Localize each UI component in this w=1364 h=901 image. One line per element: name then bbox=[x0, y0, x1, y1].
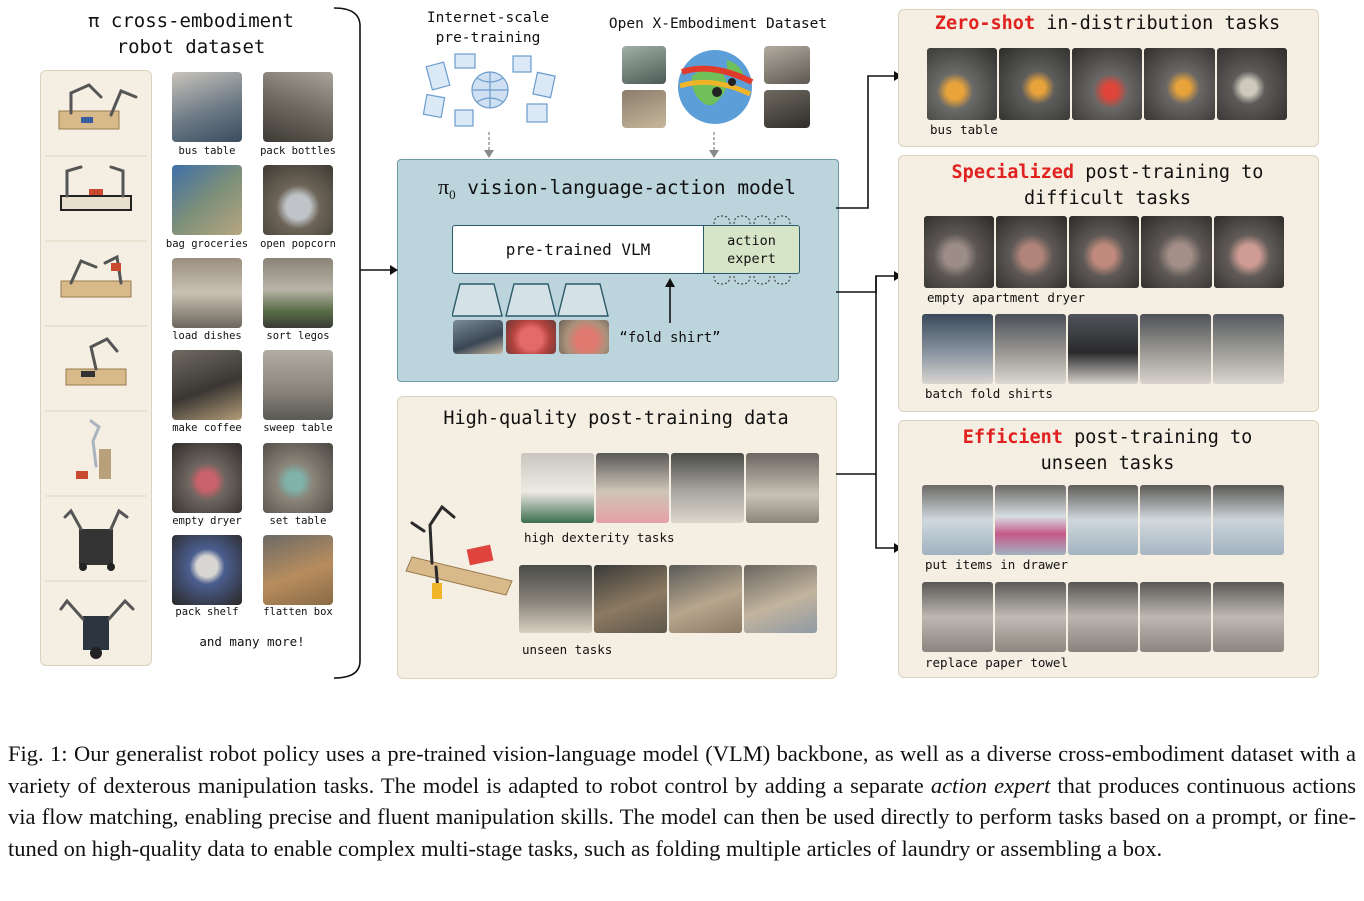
zero-shot-rest: in-distribution tasks bbox=[1035, 13, 1281, 34]
drawer-strip bbox=[922, 485, 1284, 555]
prompt-text: “fold shirt” bbox=[619, 330, 721, 346]
task-label: load dishes bbox=[172, 330, 242, 342]
dataset-title-line1: π cross-embodiment bbox=[88, 10, 294, 32]
paper-towel-strip bbox=[922, 582, 1284, 652]
caption-part2: that produces continuous actions via flo… bbox=[8, 772, 1356, 861]
task-label: set table bbox=[269, 515, 327, 527]
specialized-title: Specialized post-training to difficult t… bbox=[898, 160, 1317, 212]
model-title: π0 vision-language-action model bbox=[397, 174, 837, 203]
oxe-thumb-3 bbox=[764, 46, 810, 84]
efficient-rest: post-training to bbox=[1062, 427, 1253, 448]
model-title-rest: vision-language-action model bbox=[455, 176, 797, 199]
figure-caption: Fig. 1: Our generalist robot policy uses… bbox=[8, 738, 1356, 864]
task-label: empty dryer bbox=[172, 515, 242, 527]
task-label: sort legos bbox=[266, 330, 330, 342]
camera-image-2 bbox=[506, 320, 556, 354]
thumb-sweep-table bbox=[263, 350, 333, 420]
task-label: make coffee bbox=[172, 422, 242, 434]
thumb-open-popcorn bbox=[263, 165, 333, 235]
zero-shot-title: Zero-shot in-distribution tasks bbox=[898, 13, 1317, 34]
robot-franka-icon bbox=[76, 419, 111, 479]
thumb-flatten-box bbox=[263, 535, 333, 605]
oxe-thumb-4 bbox=[764, 90, 810, 128]
thumb-bus-table bbox=[172, 72, 242, 142]
dexterity-label: high dexterity tasks bbox=[524, 530, 675, 545]
paper-towel-task-label: replace paper towel bbox=[925, 655, 1068, 670]
vlm-box: pre-trained VLM bbox=[452, 225, 704, 274]
vlm-label: pre-trained VLM bbox=[505, 240, 651, 259]
robot-mobile-trossen-icon bbox=[63, 508, 129, 571]
dryer-strip bbox=[924, 216, 1285, 288]
and-many-more: and many more! bbox=[199, 634, 305, 649]
robot-bimanual-trossen-icon bbox=[60, 254, 132, 298]
thumb-empty-dryer bbox=[172, 443, 242, 513]
internet-line2: pre-training bbox=[435, 30, 541, 46]
oxe-label: Open X-Embodiment Dataset bbox=[608, 16, 828, 32]
thumb-sort-legos bbox=[263, 258, 333, 328]
caption-emph: action expert bbox=[930, 772, 1051, 798]
specialized-highlight: Specialized bbox=[951, 162, 1075, 183]
task-label: flatten box bbox=[263, 606, 333, 618]
dryer-task-label: empty apartment dryer bbox=[927, 290, 1086, 305]
zero-shot-strip bbox=[927, 48, 1288, 120]
robot-ur5-pair-icon bbox=[58, 83, 138, 130]
robot-ur5-single-icon bbox=[65, 337, 127, 386]
thumb-make-coffee bbox=[172, 350, 242, 420]
expert-line2: expert bbox=[727, 250, 776, 267]
prompt-up-arrow bbox=[665, 278, 675, 323]
efficient-line2: unseen tasks bbox=[1040, 453, 1175, 474]
specialized-line2: difficult tasks bbox=[1023, 188, 1192, 209]
output-connectors bbox=[836, 71, 902, 553]
robot-mobile-fibocom-icon bbox=[59, 598, 135, 659]
dataset-title: π cross-embodiment robot dataset bbox=[60, 8, 322, 60]
posttraining-title: High-quality post-training data bbox=[443, 408, 789, 429]
unseen-label: unseen tasks bbox=[522, 642, 613, 657]
thumb-set-table bbox=[263, 443, 333, 513]
efficient-highlight: Efficient bbox=[962, 427, 1063, 448]
model-pi-sub: 0 bbox=[449, 186, 456, 202]
specialized-rest: post-training to bbox=[1074, 162, 1264, 183]
task-label: bus table bbox=[178, 145, 236, 157]
dexterity-tasks-strip bbox=[521, 453, 819, 523]
oxe-thumb-1 bbox=[622, 46, 666, 84]
caption-part1: Fig. 1: Our generalist robot policy uses… bbox=[8, 741, 1356, 798]
model-pi-symbol: π bbox=[437, 174, 450, 199]
camera-image-3 bbox=[559, 320, 609, 354]
internet-down-arrow bbox=[484, 132, 494, 158]
robot-illustrations bbox=[45, 83, 147, 659]
oxe-globe-icon bbox=[678, 50, 754, 124]
dataset-title-line2: robot dataset bbox=[116, 36, 266, 58]
expert-line1: action bbox=[727, 232, 776, 249]
fold-shirts-task-label: batch fold shirts bbox=[925, 386, 1053, 401]
internet-line1: Internet-scale bbox=[426, 10, 550, 26]
thumb-load-dishes bbox=[172, 258, 242, 328]
oxe-thumb-2 bbox=[622, 90, 666, 128]
thumb-bag-groceries bbox=[172, 165, 242, 235]
internet-globe-icon bbox=[422, 53, 556, 127]
efficient-title: Efficient post-training to unseen tasks bbox=[898, 425, 1317, 477]
thumb-pack-shelf bbox=[172, 535, 242, 605]
task-label: pack bottles bbox=[260, 145, 336, 157]
zero-shot-highlight: Zero-shot bbox=[934, 13, 1036, 34]
aloha-robot-illustration bbox=[405, 504, 513, 599]
task-label: sweep table bbox=[263, 422, 333, 434]
task-label: open popcorn bbox=[260, 238, 336, 250]
camera-image-1 bbox=[453, 320, 503, 354]
internet-pretraining-label: Internet-scale pre-training bbox=[408, 8, 568, 48]
dataset-to-model-arrow bbox=[360, 265, 398, 275]
dataset-bracket bbox=[333, 7, 361, 679]
image-encoders-icon bbox=[452, 283, 609, 317]
zero-shot-task-label: bus table bbox=[930, 122, 998, 137]
action-expert-box: action expert bbox=[703, 225, 800, 274]
drawer-task-label: put items in drawer bbox=[925, 557, 1068, 572]
thumb-pack-bottles bbox=[263, 72, 333, 142]
task-label: pack shelf bbox=[175, 606, 239, 618]
fold-shirts-strip bbox=[922, 314, 1284, 384]
robot-bimanual-arx-icon bbox=[60, 165, 132, 211]
unseen-tasks-strip bbox=[519, 565, 817, 633]
task-label: bag groceries bbox=[165, 238, 249, 250]
robot-embodiments-panel bbox=[40, 70, 152, 666]
oxe-down-arrow bbox=[709, 132, 719, 158]
flow-matching-loops-icon bbox=[713, 215, 791, 285]
